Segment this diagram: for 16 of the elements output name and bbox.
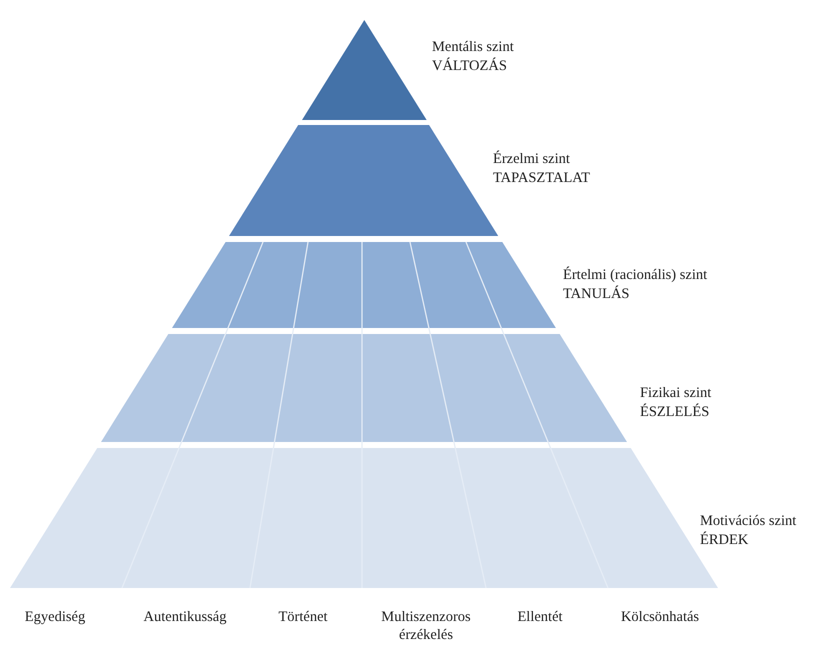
level-name: Motivációs szint bbox=[700, 512, 796, 530]
column-label: Egyediség bbox=[24, 608, 86, 626]
level-name: Fizikai szint bbox=[640, 384, 712, 402]
column-label: Történet bbox=[277, 608, 329, 626]
level-name: Értelmi (racionális) szint bbox=[562, 266, 708, 284]
level-name: Érzelmi szint bbox=[492, 150, 570, 168]
level-keyword: ÉSZLELÉS bbox=[640, 403, 710, 421]
level-name: Mentális szint bbox=[432, 38, 514, 56]
level-keyword: ÉRDEK bbox=[700, 531, 748, 549]
level-keyword: TANULÁS bbox=[562, 285, 630, 303]
column-label: Autentikusság bbox=[142, 608, 228, 626]
column-label: Ellentét bbox=[516, 608, 564, 626]
column-label: Multiszenzoros érzékelés bbox=[380, 608, 472, 644]
column-label: Kölcsönhatás bbox=[620, 608, 700, 626]
level-keyword: TAPASZTALAT bbox=[492, 169, 590, 187]
level-keyword: VÁLTOZÁS bbox=[432, 57, 507, 75]
